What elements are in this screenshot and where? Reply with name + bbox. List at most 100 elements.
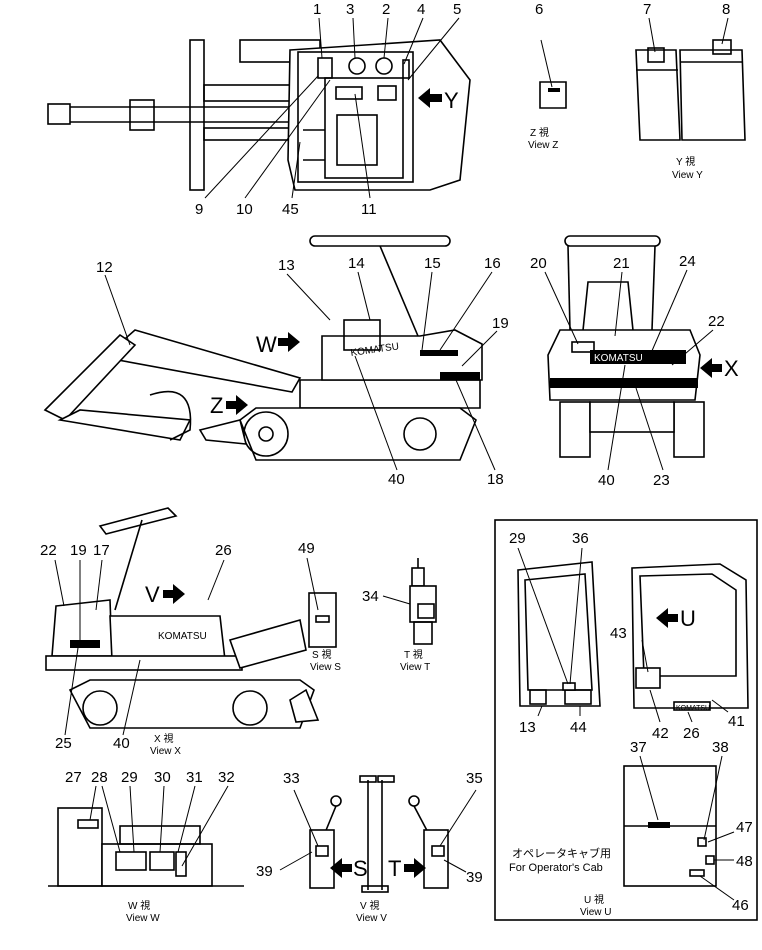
callout-9: 9 — [195, 201, 203, 218]
view-arrows — [163, 88, 722, 878]
side-view-machine — [43, 235, 483, 461]
arrow-label-z: Z — [210, 393, 223, 418]
callout-35: 35 — [466, 770, 483, 787]
view-u-caption: View U — [580, 907, 612, 918]
callout-40-x: 40 — [113, 735, 130, 752]
view-v-jp: V 視 — [360, 899, 379, 912]
arrow-u-icon — [656, 608, 678, 628]
callout-22-x: 22 — [40, 542, 57, 559]
callout-4: 4 — [417, 1, 425, 18]
levers-panel — [309, 775, 449, 893]
arrow-t-icon — [404, 858, 426, 878]
callout-34: 34 — [362, 588, 379, 605]
callout-13-cab: 13 — [519, 719, 536, 736]
callout-37: 37 — [630, 739, 647, 756]
callout-49: 49 — [298, 540, 315, 557]
arrow-label-v: V — [145, 582, 160, 607]
callout-24: 24 — [679, 253, 696, 270]
callout-29-w: 29 — [121, 769, 138, 786]
callout-1: 1 — [313, 1, 321, 18]
view-y-panel — [635, 39, 746, 141]
callout-27: 27 — [65, 769, 82, 786]
callout-23: 23 — [653, 472, 670, 489]
callout-44: 44 — [570, 719, 587, 736]
top-view-machine — [47, 39, 471, 191]
view-s-panel — [308, 592, 337, 648]
callout-28: 28 — [91, 769, 108, 786]
cab-u-view — [623, 765, 717, 887]
arrow-label-u: U — [680, 606, 696, 631]
callout-25: 25 — [55, 735, 72, 752]
view-x-machine — [45, 507, 320, 729]
callout-14: 14 — [348, 255, 365, 272]
arrow-s-icon — [330, 858, 352, 878]
callout-11: 11 — [361, 201, 377, 218]
leader-lines — [54, 17, 735, 901]
callout-22-rear: 22 — [708, 313, 725, 330]
callout-30: 30 — [154, 769, 171, 786]
view-z-jp: Z 視 — [530, 126, 549, 139]
arrow-v-icon — [163, 584, 185, 604]
callout-19-side: 19 — [492, 315, 509, 332]
view-y-jp: Y 視 — [676, 155, 695, 168]
callout-20: 20 — [530, 255, 547, 272]
callout-42: 42 — [652, 725, 669, 742]
view-y-caption: View Y — [672, 170, 703, 181]
cab-note-jp: オペレータキャブ用 — [512, 846, 611, 860]
arrow-label-y: Y — [444, 88, 459, 113]
decal-komatsu-x: KOMATSU — [158, 631, 207, 642]
callout-15: 15 — [424, 255, 441, 272]
callout-2: 2 — [382, 1, 390, 18]
callout-32: 32 — [218, 769, 235, 786]
view-s-jp: S 視 — [312, 648, 331, 661]
view-v-caption: View V — [356, 913, 387, 924]
cab-side-view — [631, 563, 749, 711]
callout-29-cab: 29 — [509, 530, 526, 547]
callout-10: 10 — [236, 201, 253, 218]
callout-18: 18 — [487, 471, 504, 488]
callout-3: 3 — [346, 1, 354, 18]
callout-26-cab: 26 — [683, 725, 700, 742]
callout-19-x: 19 — [70, 542, 87, 559]
view-t-jp: T 視 — [404, 648, 423, 661]
arrow-label-x: X — [724, 356, 739, 381]
view-w-panel — [48, 807, 244, 887]
arrow-label-w: W — [256, 332, 277, 357]
callout-40-rear: 40 — [598, 472, 615, 489]
callout-36: 36 — [572, 530, 589, 547]
view-x-caption: View X — [150, 746, 181, 757]
arrow-y-icon — [418, 88, 442, 108]
decal-komatsu-rear: KOMATSU — [594, 353, 643, 364]
callout-12: 12 — [96, 259, 113, 276]
callout-26-x: 26 — [215, 542, 232, 559]
view-u-jp: U 視 — [584, 893, 604, 906]
rear-view-machine — [547, 235, 705, 458]
callout-33: 33 — [283, 770, 300, 787]
callout-13: 13 — [278, 257, 295, 274]
callout-45: 45 — [282, 201, 299, 218]
arrow-label-t: T — [388, 856, 401, 881]
callout-38: 38 — [712, 739, 729, 756]
callout-41: 41 — [728, 713, 745, 730]
callout-numbers: 1 3 2 4 5 6 7 8 9 10 45 11 12 13 14 15 1… — [40, 1, 753, 914]
view-x-jp: X 視 — [154, 732, 173, 745]
callout-5: 5 — [453, 1, 461, 18]
callout-46: 46 — [732, 897, 749, 914]
callout-47: 47 — [736, 819, 753, 836]
view-s-caption: View S — [310, 662, 341, 673]
cab-section-frame — [494, 519, 758, 921]
callout-21: 21 — [613, 255, 630, 272]
arrow-z-icon — [226, 395, 248, 415]
view-z-caption: View Z — [528, 140, 558, 151]
callout-31: 31 — [186, 769, 203, 786]
callout-40-side: 40 — [388, 471, 405, 488]
view-captions: Z 視 View Z Y 視 View Y S 視 View S T 視 Vie… — [126, 126, 703, 924]
callout-7: 7 — [643, 1, 651, 18]
view-t-panel — [409, 558, 437, 645]
callout-16: 16 — [484, 255, 501, 272]
callout-39-right: 39 — [466, 869, 483, 886]
view-z-panel — [539, 39, 567, 109]
callout-17: 17 — [93, 542, 110, 559]
callout-6: 6 — [535, 1, 543, 18]
